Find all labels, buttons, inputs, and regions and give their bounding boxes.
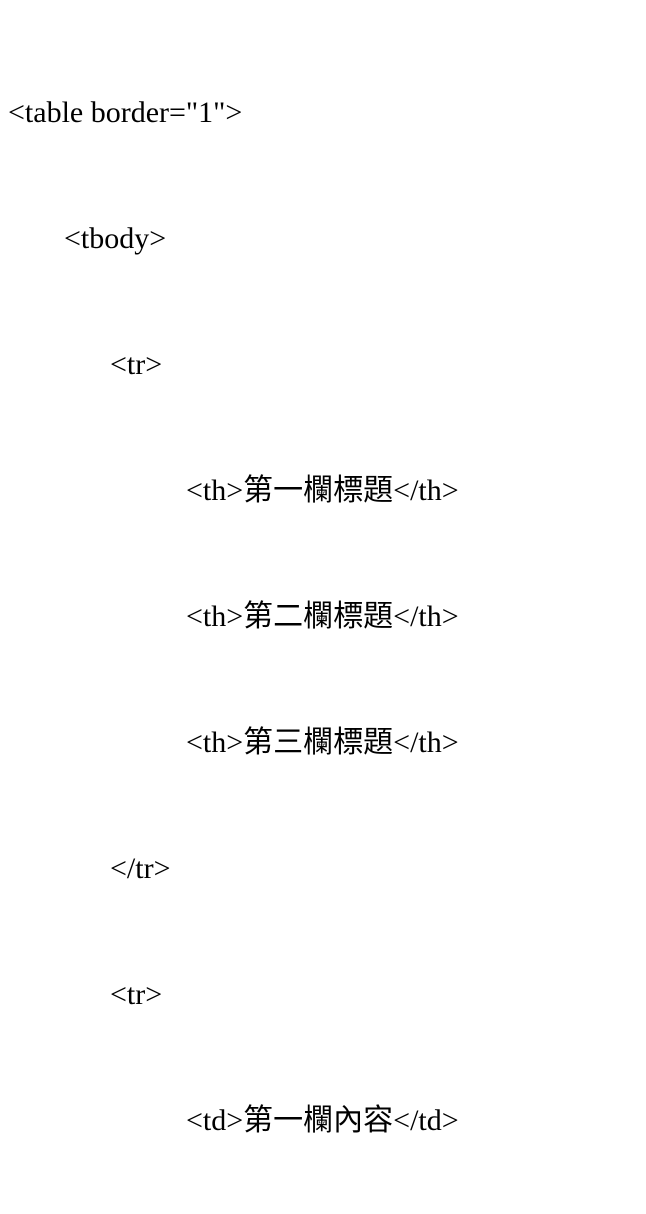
code-line: <tr> — [110, 348, 163, 381]
code-line: <tbody> — [64, 222, 167, 255]
code-line: <th>第一欄標題</th> — [186, 474, 459, 507]
code-line: <table border="1"> — [8, 96, 243, 129]
code-line: <th>第三欄標題</th> — [186, 726, 459, 759]
code-line: </tr> — [110, 852, 171, 885]
code-line: <td>第一欄內容</td> — [186, 1104, 459, 1137]
code-block: <table border="1"> <tbody> <tr> <th>第一欄標… — [8, 96, 459, 1137]
code-line: <th>第二欄標題</th> — [186, 600, 459, 633]
code-line: <tr> — [110, 978, 163, 1011]
